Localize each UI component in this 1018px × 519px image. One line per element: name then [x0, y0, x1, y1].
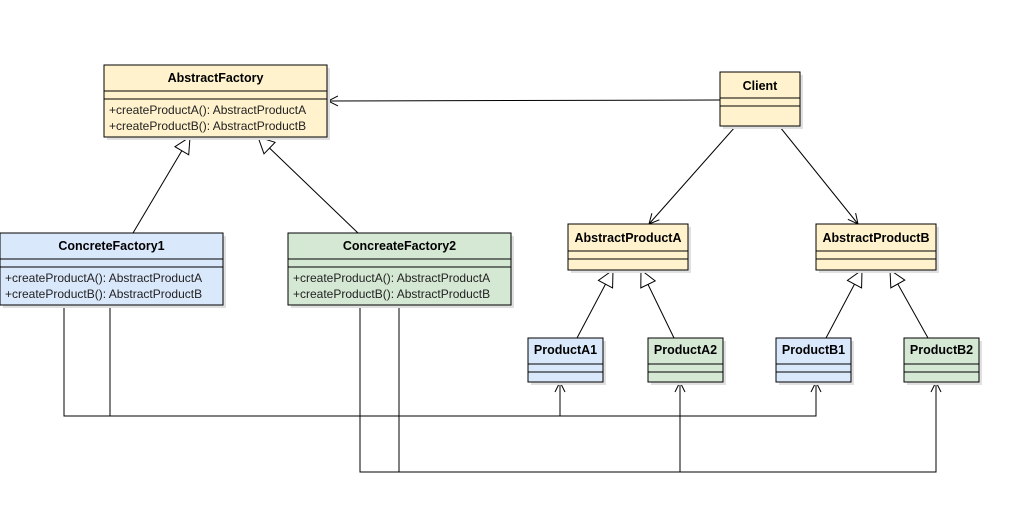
- client-to-abstractproductb-association: [779, 126, 858, 224]
- class-abstractproducta-name: AbstractProductA: [575, 231, 682, 245]
- concretefactory2-to-productb2-dependency: [359, 305, 936, 473]
- class-abstractfactory-op-1: +createProductA(): AbstractProductA: [109, 103, 306, 117]
- concretefactory2-to-producta2-dependency: [398, 305, 680, 473]
- concretefactory1-generalization: [132, 137, 190, 234]
- class-concretefactory2-name: ConcreateFactory2: [343, 239, 456, 253]
- class-concretefactory2[interactable]: ConcreateFactory2 +createProductA(): Abs…: [287, 232, 514, 308]
- class-concretefactory2-op-2: +createProductB(): AbstractProductB: [293, 287, 490, 301]
- class-abstractproductb-name: AbstractProductB: [823, 231, 930, 245]
- concretefactory1-to-productb1-dependency: [63, 305, 816, 417]
- productb1-generalization: [825, 270, 862, 339]
- class-concretefactory1[interactable]: ConcreteFactory1 +createProductA(): Abst…: [0, 232, 226, 308]
- class-abstractfactory-name: AbstractFactory: [168, 71, 264, 85]
- class-producta2[interactable]: ProductA2: [647, 337, 726, 385]
- class-productb1[interactable]: ProductB1: [775, 337, 854, 385]
- class-abstractfactory-op-2: +createProductB(): AbstractProductB: [109, 119, 306, 133]
- class-productb1-name: ProductB1: [782, 343, 845, 357]
- concretefactory2-generalization: [258, 137, 359, 234]
- producta2-generalization: [641, 270, 675, 339]
- class-abstractproducta[interactable]: AbstractProductA: [567, 223, 691, 273]
- class-concretefactory1-op-1: +createProductA(): AbstractProductA: [5, 271, 202, 285]
- productb2-generalization: [890, 270, 929, 339]
- class-abstractfactory[interactable]: AbstractFactory +createProductA(): Abstr…: [103, 64, 330, 140]
- concretefactory1-to-producta1-dependency: [109, 305, 560, 417]
- class-producta1[interactable]: ProductA1: [527, 337, 606, 385]
- client-to-abstractfactory-association: [328, 100, 721, 101]
- class-producta1-name: ProductA1: [534, 343, 597, 357]
- producta1-generalization: [576, 270, 613, 339]
- class-client-name: Client: [743, 79, 779, 93]
- class-concretefactory1-op-2: +createProductB(): AbstractProductB: [5, 287, 202, 301]
- class-client[interactable]: Client: [719, 71, 803, 129]
- class-productb2[interactable]: ProductB2: [903, 337, 982, 385]
- class-concretefactory1-name: ConcreteFactory1: [58, 239, 164, 253]
- client-to-abstractproducta-association: [649, 126, 736, 224]
- class-concretefactory2-op-1: +createProductA(): AbstractProductA: [293, 271, 490, 285]
- class-abstractproductb[interactable]: AbstractProductB: [815, 223, 939, 273]
- class-productb2-name: ProductB2: [910, 343, 973, 357]
- class-producta2-name: ProductA2: [654, 343, 717, 357]
